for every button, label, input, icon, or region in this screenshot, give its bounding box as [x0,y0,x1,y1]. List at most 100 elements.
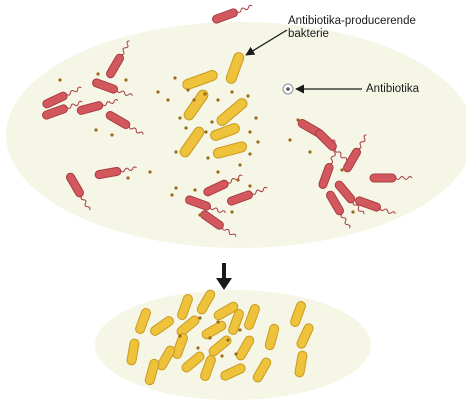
producer-bacterium [144,358,160,386]
producer-bacterium [172,333,188,359]
antibiotic-dot [186,88,190,92]
producer-bacterium [179,126,205,158]
antibiotic-dot [206,156,210,160]
antibiotic-dot [196,346,200,350]
flagellum [251,186,268,195]
susceptible-bacterium [66,172,84,198]
antibiotic-dot [246,94,250,98]
antibiotic-dot [216,170,220,174]
antibiotic-dot [220,354,224,358]
antibiotic-dot [178,116,182,120]
antibiotic-dot [238,328,242,332]
flagellum [66,86,82,96]
producer-bacterium [150,316,174,336]
producer-bacterium [216,98,248,126]
susceptible-bacterium [227,190,253,206]
flagellum [209,207,226,214]
top-petri-dish [6,22,466,248]
flagellum [352,201,365,215]
susceptible-bacterium [334,180,356,204]
antibiotic-dot [216,98,220,102]
susceptible-bacterium [203,179,229,197]
antibiotic-dot [124,78,128,82]
antibiotic-dot [126,176,130,180]
top-bacteria-group [42,4,413,237]
flagellum [80,196,91,211]
antibiotic-dot [198,316,202,320]
antibiotic-dot [288,138,292,142]
producer-bacterium [182,70,218,90]
antibiotic-dot [166,98,170,102]
flagellum [379,208,396,215]
antibiotic-dot [203,92,207,96]
producer-bacterium [225,52,245,84]
flagellum [121,40,130,56]
producer-bacterium [176,315,200,337]
susceptible-bacterium [106,53,124,79]
producer-bacterium [220,363,246,381]
antibiotic-dot [340,168,344,172]
flagellum [340,214,351,229]
producer-bacterium [296,323,314,349]
antibiotic-dot [96,72,100,76]
antibiotic-dot [210,120,214,124]
flagellum [358,134,367,150]
susceptible-bacterium [76,101,104,115]
producer-bacterium [228,309,244,335]
producer-bacterium [183,89,209,121]
antibiotic-symbol [282,83,294,95]
antibiotic-dot [351,210,355,214]
antibiotic-dot [148,170,152,174]
antibiotic-dot [184,126,188,130]
producer-bacterium [264,323,280,351]
susceptible-bacterium [42,104,68,120]
producer-bacterium [290,301,306,327]
producer-bacterium [213,301,239,321]
flagellum [102,99,119,107]
producer-bacterium [126,338,140,366]
antibiotic-dot [174,186,178,190]
antibiotic-dot [198,213,202,217]
antibiotic-dot [238,163,242,167]
producer-bacterium [156,345,176,371]
producer-bacterium [252,357,272,383]
susceptible-bacterium [212,8,238,24]
antibiotic-label: Antibiotika [366,83,420,95]
antibiotic-dot [58,78,62,82]
producer-bacterium [244,304,260,330]
flagellum [236,4,253,13]
antibiotic-dot [94,128,98,132]
antibiotic-dot [248,152,252,156]
antibiotic-dot [208,336,212,340]
antibiotic-dot [308,150,312,154]
antibiotic-dot [254,116,258,120]
antibiotic-dot [256,140,260,144]
antibiotic-dot [110,133,114,137]
susceptible-bacterium [42,91,68,109]
flagellum [227,174,243,184]
flagellum [330,148,337,165]
antibiotic-dot [236,178,240,182]
susceptible-bacterium [105,111,131,129]
flagellum [334,149,348,161]
antibiotic-dot [296,118,300,122]
antibiotic-dot [216,320,220,324]
producer-bacterium [235,335,255,361]
producer-bacterium [135,308,151,334]
antibiotic-dot [230,210,234,214]
down-arrow [216,263,232,290]
producer-bacterium [196,289,216,315]
flagellum [120,166,137,173]
flagellum [116,90,133,97]
flagellum [66,100,83,109]
antibiotic-dot [248,184,252,188]
susceptible-bacterium [326,190,344,216]
producer-bacterium [201,320,227,340]
antibiotic-dot [192,98,196,102]
producer-callout-arrow [245,29,288,56]
antibiotic-dot [193,188,197,192]
susceptible-bacterium [343,147,361,173]
antibiotic-dot [173,76,177,80]
producer-bacterium [181,351,205,373]
